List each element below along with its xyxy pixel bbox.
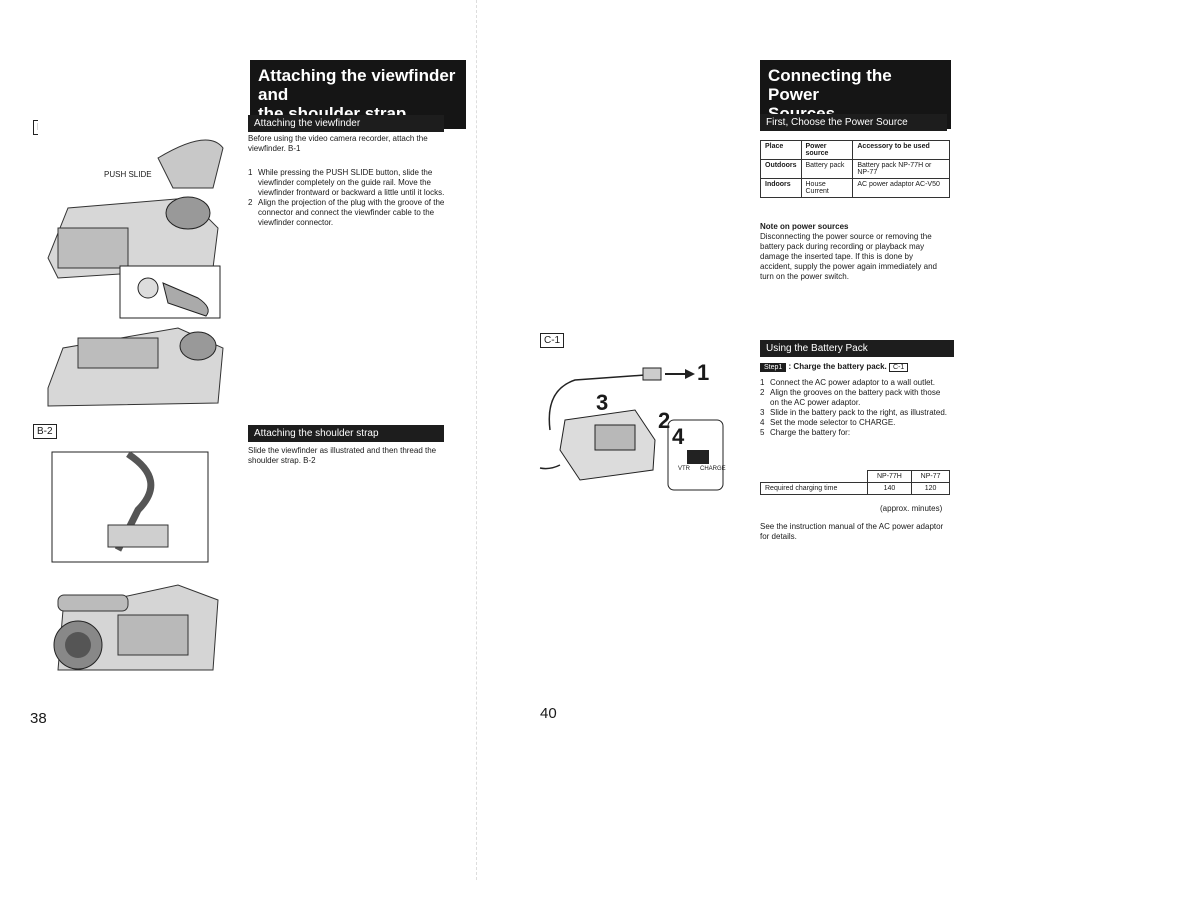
table-cell: Required charging time [760, 482, 868, 495]
table-cell: 120 [911, 482, 950, 495]
charger-illustration [539, 367, 724, 491]
table-header: NP-77H [866, 470, 913, 483]
table-header: NP-77 [911, 470, 950, 483]
page-title-left-line1: Attaching the viewfinder and [258, 66, 456, 104]
battery-step: 5 Charge the battery for: [760, 428, 950, 438]
step-badge: Step1 [760, 363, 787, 372]
power-note: Note on power sources Disconnecting the … [760, 222, 945, 282]
table-row: Indoors House Current AC power adaptor A… [760, 178, 950, 198]
switch-label-charge: CHARGE [700, 466, 726, 472]
switch-label-vtr: VTR [678, 466, 690, 472]
figure-label-b2: B-2 [33, 424, 57, 439]
table-row: Outdoors Battery pack Battery pack NP-77… [760, 159, 950, 179]
table-cell: House Current [800, 178, 854, 198]
power-note-text: Disconnecting the power source or removi… [760, 232, 937, 281]
power-source-table: Place Power source Accessory to be used … [760, 140, 950, 198]
callout-3: 3 [596, 390, 609, 415]
viewfinder-steps: 1 While pressing the PUSH SLIDE button, s… [248, 168, 448, 228]
step-text: Connect the AC power adaptor to a wall o… [770, 378, 935, 387]
step-number: 1 [760, 378, 765, 387]
power-note-title: Note on power sources [760, 222, 849, 231]
table-cell: AC power adaptor AC-V50 [852, 178, 950, 198]
step-text: Align the projection of the plug with th… [258, 198, 445, 227]
step-title: : Charge the battery pack. [788, 362, 887, 371]
step-text: Align the grooves on the battery pack wi… [770, 388, 941, 407]
section-heading-shoulder-strap: Attaching the shoulder strap [248, 425, 444, 442]
charging-unit: (approx. minutes) [880, 504, 943, 513]
callout-2: 2 [658, 408, 671, 433]
step-text: While pressing the PUSH SLIDE button, sl… [258, 168, 445, 197]
step-number: 1 [248, 168, 253, 177]
viewfinder-step: 1 While pressing the PUSH SLIDE button, s… [248, 168, 448, 198]
battery-footer-note: See the instruction manual of the AC pow… [760, 522, 944, 541]
step-text: Set the mode selector to CHARGE. [770, 418, 896, 427]
page-title-right-line1: Connecting the Power [768, 66, 892, 104]
table-cell: Battery pack NP-77H or NP-77 [852, 159, 950, 179]
table-header: Power source [800, 140, 854, 160]
figure-label-c1: C-1 [540, 333, 565, 348]
step-number: 5 [760, 428, 765, 437]
step-text: Slide in the battery pack to the right, … [770, 408, 947, 417]
step-number: 4 [760, 418, 765, 427]
step-number: 2 [760, 388, 765, 397]
step-text: Charge the battery for: [770, 428, 851, 437]
table-cell: Battery pack [800, 159, 854, 179]
step-figure-ref: C-1 [889, 363, 909, 372]
battery-steps: 1 Connect the AC power adaptor to a wall … [760, 378, 950, 438]
table-header: Place [760, 140, 802, 160]
section-heading-power-source: First, Choose the Power Source [760, 114, 947, 131]
viewfinder-step: 2 Align the projection of the plug with t… [248, 198, 448, 228]
viewfinder-intro: Before using the video camera recorder, … [248, 134, 428, 153]
callout-1: 1 [697, 360, 710, 385]
battery-step: 1 Connect the AC power adaptor to a wall … [760, 378, 950, 388]
step1-heading: Step1 : Charge the battery pack. C-1 [760, 362, 909, 372]
step-number: 2 [248, 198, 253, 207]
table-cell: Outdoors [760, 159, 802, 179]
viewfinder-illustration [38, 118, 228, 408]
table-header-row: Place Power source Accessory to be used [760, 140, 950, 160]
step-number: 3 [760, 408, 765, 417]
page-number-right: 40 [540, 705, 557, 722]
table-cell: Indoors [760, 178, 802, 198]
page-number-left: 38 [30, 710, 47, 727]
callout-4: 4 [672, 424, 685, 449]
battery-step: 3 Slide in the battery pack to the right,… [760, 408, 950, 418]
shoulder-strap-text: Slide the viewfinder as illustrated and … [248, 446, 437, 465]
table-header-row: NP-77H NP-77 [760, 470, 950, 483]
page-fold [476, 0, 478, 880]
table-header: Accessory to be used [852, 140, 950, 160]
push-slide-callout: PUSH SLIDE [104, 170, 152, 179]
shoulder-strap-illustration [51, 451, 219, 671]
battery-step: 2 Align the grooves on the battery pack w… [760, 388, 950, 408]
section-heading-battery-pack: Using the Battery Pack [760, 340, 954, 357]
table-cell: 140 [866, 482, 913, 495]
section-heading-viewfinder: Attaching the viewfinder [248, 115, 444, 132]
charging-time-table: NP-77H NP-77 Required charging time 140 … [760, 470, 950, 495]
table-header [760, 470, 868, 483]
battery-step: 4 Set the mode selector to CHARGE. [760, 418, 950, 428]
table-row: Required charging time 140 120 [760, 482, 950, 495]
